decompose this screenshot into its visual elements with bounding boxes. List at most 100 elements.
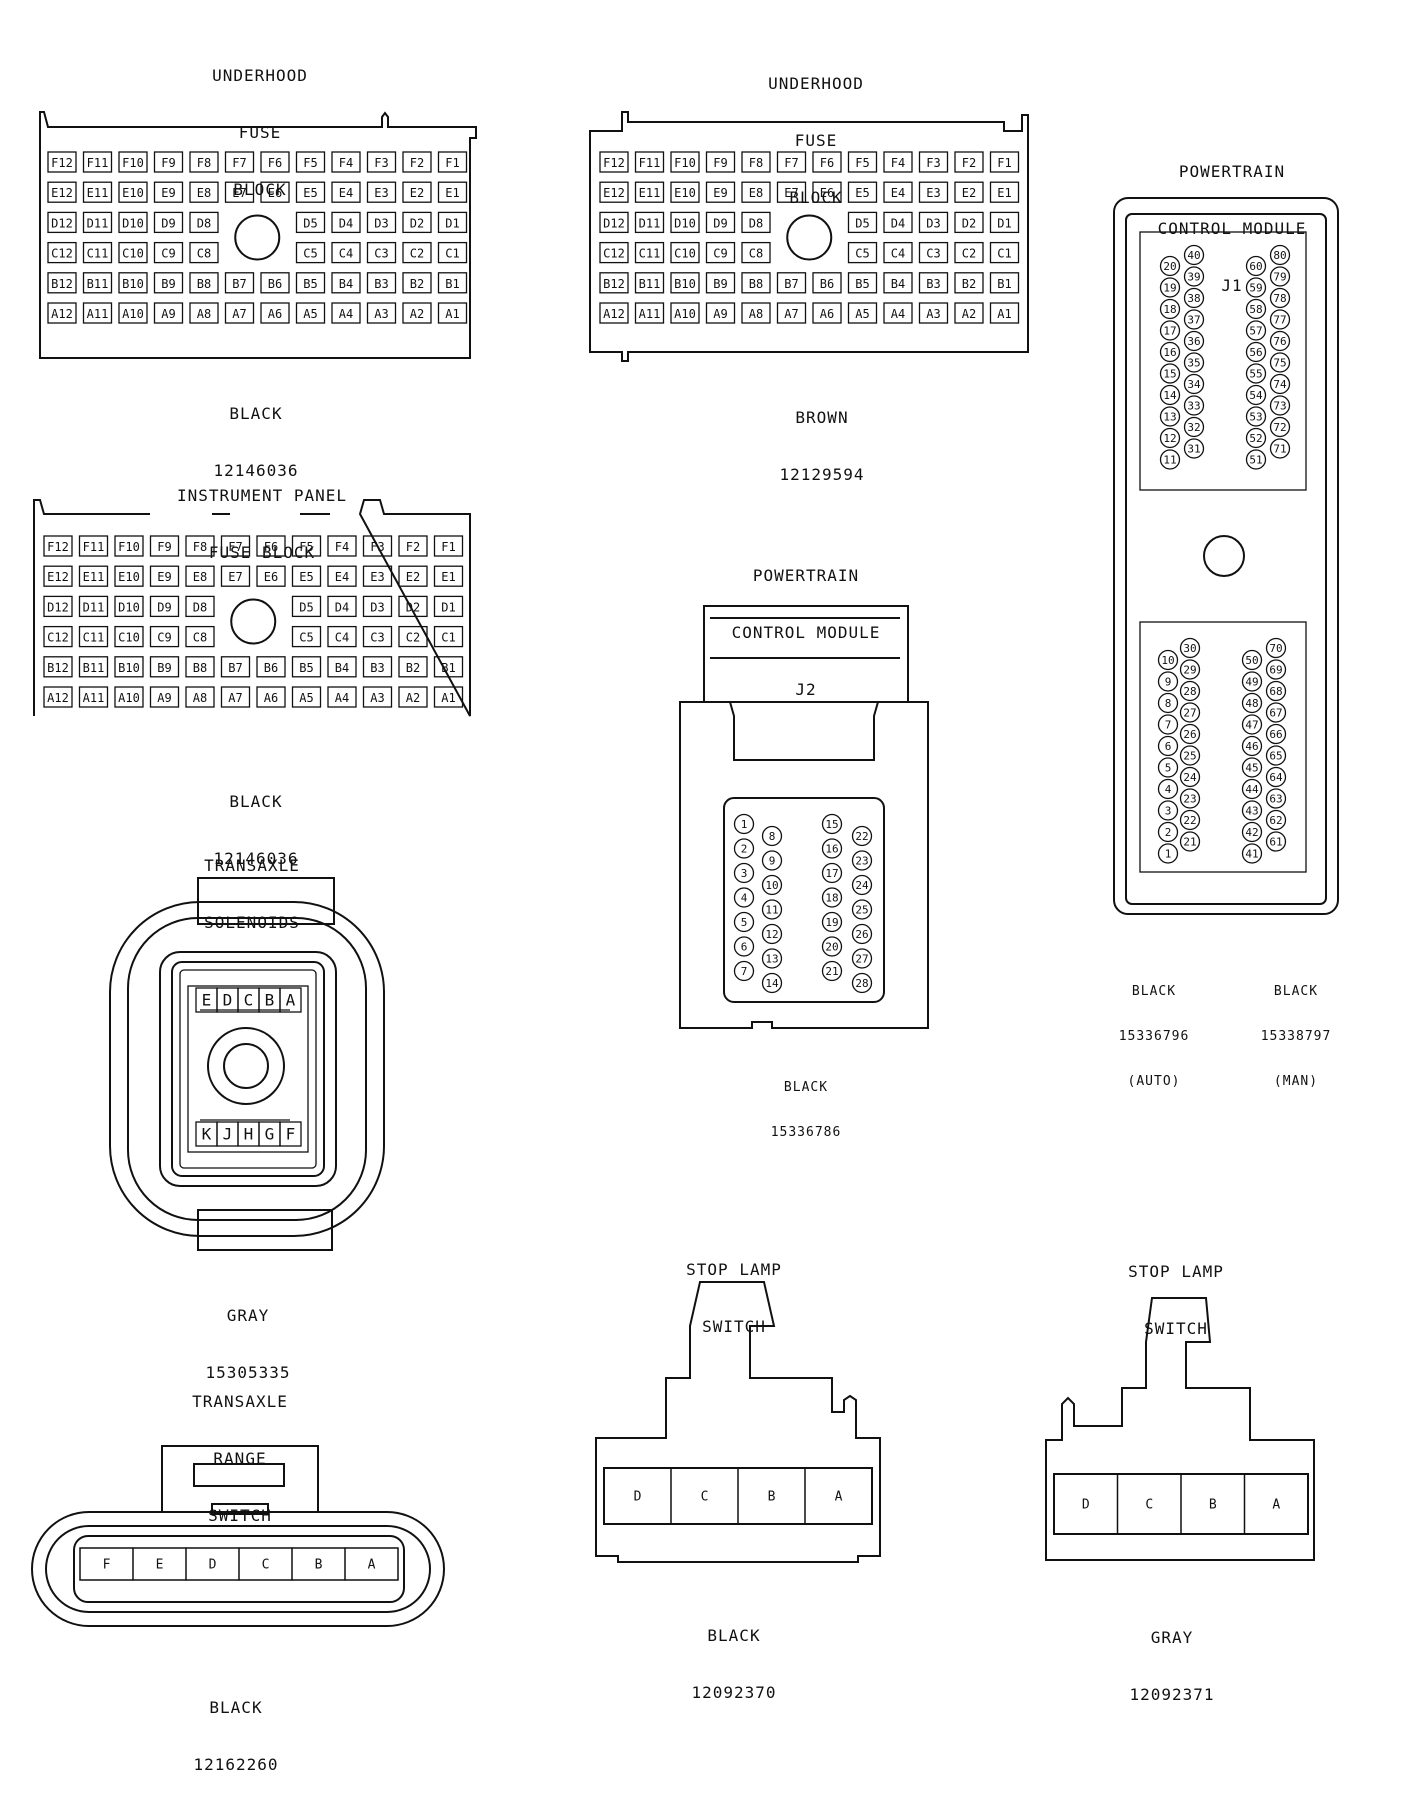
- terminal-pin: 13: [761, 948, 783, 969]
- fuse-cavity: A6: [260, 302, 290, 324]
- fuse-cavity: F8: [189, 151, 219, 173]
- terminal-pin: 40: [1183, 244, 1205, 266]
- svg-text:C5: C5: [303, 247, 317, 261]
- terminal-pin: 58: [1245, 298, 1267, 320]
- svg-text:A3: A3: [926, 307, 940, 321]
- svg-text:A2: A2: [410, 307, 424, 321]
- fuse-cavity: D8: [741, 211, 771, 234]
- terminal-pin: 10: [761, 874, 783, 896]
- svg-text:15: 15: [1163, 368, 1176, 381]
- svg-text:9: 9: [1165, 676, 1172, 689]
- fuse-cavity: E10: [670, 181, 700, 203]
- svg-text:E11: E11: [87, 186, 109, 200]
- terminal-pin: 43: [1241, 800, 1263, 821]
- transaxle-solenoids-body: [109, 877, 385, 1251]
- fuse-cavity: B6: [256, 656, 286, 678]
- title-line: POWERTRAIN: [752, 566, 860, 585]
- connector-color: BLACK: [1273, 984, 1319, 999]
- svg-text:7: 7: [1165, 719, 1172, 732]
- terminal-pin: 3: [733, 862, 755, 884]
- svg-text:D8: D8: [197, 216, 211, 230]
- svg-text:25: 25: [1183, 750, 1196, 763]
- svg-text:A1: A1: [445, 307, 459, 321]
- svg-text:6: 6: [741, 941, 748, 954]
- terminal-pin: 61: [1265, 831, 1287, 852]
- svg-text:B: B: [265, 991, 275, 1010]
- fuse-cavity: F9: [705, 151, 736, 173]
- svg-text:E4: E4: [891, 186, 905, 200]
- pcm-j1-auto-caption: BLACK 15336796 (AUTO): [1119, 954, 1190, 1104]
- svg-text:B8: B8: [749, 277, 763, 291]
- fuse-cavity: F8: [741, 151, 771, 173]
- fuse-cavity: D4: [331, 211, 361, 234]
- title-line: J1: [1221, 276, 1243, 295]
- svg-text:6: 6: [1165, 740, 1172, 753]
- terminal-pin: C: [670, 1467, 739, 1525]
- svg-text:C4: C4: [891, 247, 905, 261]
- fuse-cavity: E1: [989, 181, 1020, 203]
- terminal-pin: 7: [1157, 714, 1179, 735]
- fuse-cavity: D1: [437, 211, 468, 234]
- fuse-cavity: F5: [847, 151, 878, 173]
- terminal-pin: 10: [1157, 649, 1179, 671]
- svg-text:42: 42: [1245, 826, 1258, 839]
- terminal-pin: D: [185, 1547, 240, 1581]
- fuse-cavity: F2: [954, 151, 984, 173]
- fuse-cavity: D8: [185, 595, 215, 618]
- svg-text:A6: A6: [820, 307, 834, 321]
- svg-text:A12: A12: [603, 307, 625, 321]
- fuse-cavity: B2: [402, 272, 432, 294]
- terminal-pin: 15: [1159, 363, 1181, 384]
- svg-text:C8: C8: [193, 631, 207, 645]
- terminal-pin: 15: [821, 813, 843, 835]
- fuse-cavity: F7: [224, 151, 255, 173]
- svg-text:28: 28: [1183, 685, 1196, 698]
- fuse-cavity: D9: [149, 595, 180, 618]
- variant-note: (AUTO): [1127, 1074, 1181, 1089]
- fuse-cavity: F9: [153, 151, 184, 173]
- svg-text:E7: E7: [228, 570, 242, 584]
- fuse-cavity: C3: [366, 241, 397, 264]
- svg-text:A: A: [1272, 1498, 1280, 1513]
- svg-text:A8: A8: [749, 307, 763, 321]
- terminal-pin: 79: [1269, 266, 1291, 287]
- svg-text:73: 73: [1273, 400, 1286, 413]
- fuse-cavity: B3: [918, 272, 949, 294]
- fuse-cavity: A10: [114, 686, 144, 708]
- svg-text:A3: A3: [374, 307, 388, 321]
- svg-text:E3: E3: [926, 186, 940, 200]
- svg-text:E4: E4: [339, 186, 353, 200]
- svg-text:79: 79: [1273, 271, 1286, 284]
- svg-text:F9: F9: [157, 540, 171, 554]
- terminal-pin: J: [216, 1121, 239, 1147]
- fuse-cavity: B11: [78, 656, 109, 678]
- svg-text:B6: B6: [820, 277, 834, 291]
- svg-text:12: 12: [1163, 432, 1176, 445]
- svg-text:21: 21: [825, 965, 838, 978]
- svg-text:8: 8: [1165, 697, 1172, 710]
- svg-text:D8: D8: [749, 216, 763, 230]
- svg-text:F12: F12: [51, 156, 73, 170]
- fuse-cavity: B5: [847, 272, 878, 294]
- svg-text:J: J: [223, 1125, 233, 1144]
- fuse-cavity: B12: [599, 272, 629, 294]
- svg-text:24: 24: [1183, 771, 1197, 784]
- svg-text:A11: A11: [83, 691, 105, 705]
- fuse-cavity: E4: [883, 181, 913, 203]
- terminal-pin: 44: [1241, 778, 1263, 800]
- terminal-pin: E: [195, 987, 218, 1013]
- svg-text:D: D: [209, 1558, 217, 1573]
- fuse-cavity: C1: [433, 625, 464, 648]
- range-switch-body: [31, 1445, 445, 1627]
- fuse-cavity: D5: [847, 211, 878, 234]
- svg-text:B5: B5: [303, 277, 317, 291]
- fuse-cavity: C5: [291, 625, 322, 648]
- svg-text:F10: F10: [122, 156, 144, 170]
- terminal-pin: 66: [1265, 723, 1287, 745]
- fuse-cavity: E9: [149, 565, 180, 587]
- svg-text:12: 12: [765, 928, 778, 941]
- fuse-cavity: A1: [437, 302, 468, 324]
- svg-text:F6: F6: [268, 156, 282, 170]
- svg-text:D4: D4: [339, 216, 353, 230]
